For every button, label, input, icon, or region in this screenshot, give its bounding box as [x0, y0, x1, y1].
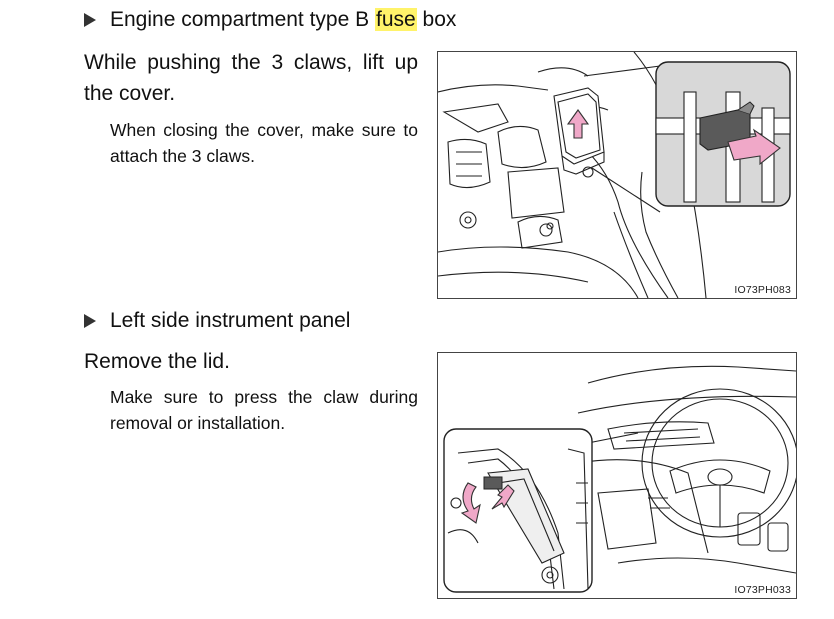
search-highlight: fuse [374, 8, 417, 31]
heading-text: Engine compartment type B fuse box [110, 8, 457, 31]
push-claw-arrow-icon [727, 128, 781, 166]
bullet-triangle-icon [84, 314, 96, 328]
bullet-triangle-icon [84, 13, 96, 27]
pull-lid-arrow-icon [460, 482, 481, 524]
instrument-panel-illustration [443, 365, 796, 593]
note-attach-claws: When closing the cover, make sure to att… [110, 120, 418, 166]
lift-up-arrow-icon [566, 109, 590, 139]
section-heading-left-instrument-panel: Left side instrument panel [84, 308, 350, 334]
engine-compartment-illustration [438, 52, 791, 298]
section-heading-engine-fuse-box: Engine compartment type B fuse box [84, 7, 456, 33]
claw-detail-inset [655, 61, 791, 207]
figure-code: IO73PH083 [733, 284, 792, 296]
figure-engine-fuse-box: IO73PH083 [437, 51, 797, 299]
lid-removal-inset [443, 428, 593, 593]
instruction-remove-lid: Remove the lid. [84, 350, 230, 373]
note-press-claw: Make sure to press the claw during remov… [110, 387, 418, 433]
press-claw-arrow-icon [491, 484, 515, 510]
figure-instrument-panel: IO73PH033 [437, 352, 797, 599]
heading-text: Left side instrument panel [110, 309, 351, 332]
instruction-lift-cover: While pushing the 3 claws, lift up the c… [84, 51, 418, 105]
figure-code: IO73PH033 [733, 584, 792, 596]
